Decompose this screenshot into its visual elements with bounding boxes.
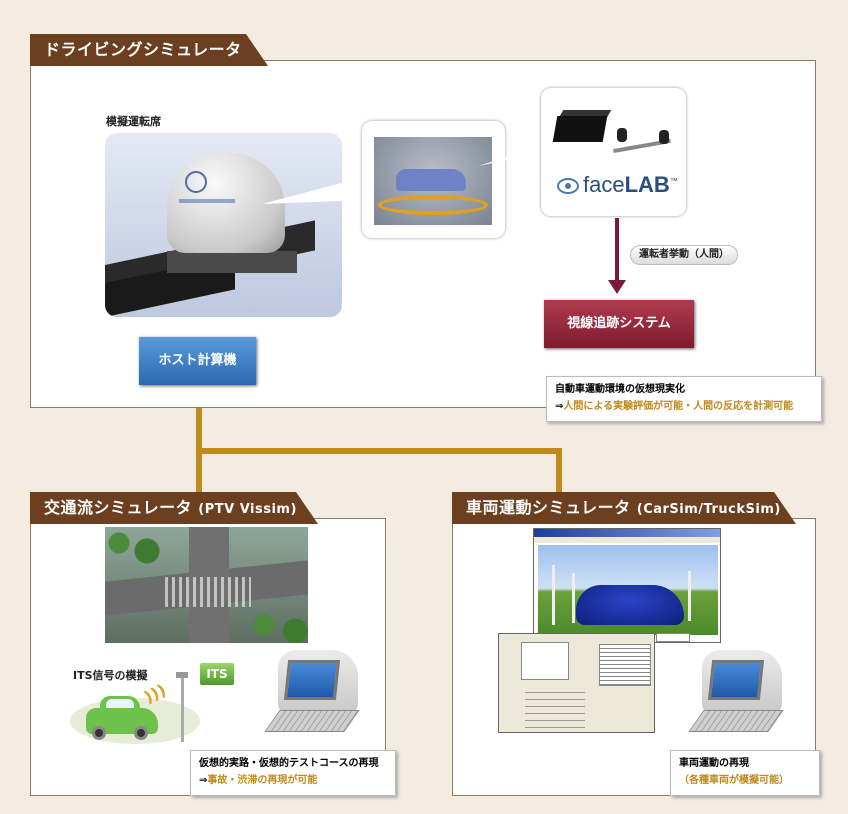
- facelab-device-image: faceLAB™: [541, 88, 686, 216]
- car-window: [106, 699, 134, 709]
- carsim-control-window: [498, 633, 655, 733]
- carsim-car: [576, 585, 684, 625]
- cockpit-scene: [374, 137, 492, 225]
- force-arrow-icon: [572, 573, 575, 623]
- connector-horizontal: [196, 448, 562, 454]
- trees: [105, 527, 175, 567]
- its-badge: ITS: [200, 663, 234, 685]
- driving-simulator-title: ドライビングシミュレータ: [44, 40, 242, 59]
- force-arrow-icon: [688, 571, 691, 621]
- dome-logo-icon: [185, 171, 207, 193]
- traffic-simulator-subtitle: (PTV Vissim): [198, 502, 297, 517]
- signal-antenna-icon: [176, 672, 188, 678]
- vehicle-note-line1: 車両運動の再現: [679, 758, 749, 769]
- facelab-logo: faceLAB™: [583, 172, 678, 197]
- vehicle-simulator-title: 車両運動シミュレータ: [466, 498, 631, 517]
- crosswalk: [165, 577, 251, 607]
- camera-left-icon: [617, 128, 627, 142]
- its-signal-label: ITS信号の模擬: [73, 669, 148, 682]
- gaze-tracking-system-box: 視線追跡システム: [544, 300, 694, 348]
- carsim-scene: [538, 545, 718, 635]
- driving-note: 自動車運動環境の仮想現実化 ⇒人間による実験評価が可能・人間の反応を計測可能: [546, 376, 822, 422]
- traffic-note-line1: 仮想的実路・仮想的テストコースの再現: [199, 758, 379, 769]
- traffic-simulator-title: 交通流シミュレータ: [44, 498, 193, 517]
- signal-pole: [181, 676, 184, 742]
- traffic-note-line2: ⇒事故・渋滞の再現が可能: [199, 775, 318, 786]
- carsim-sliders: [525, 686, 585, 728]
- driver-behavior-pill: 運転者挙動（人間）: [630, 245, 738, 265]
- dome-stripe: [179, 199, 235, 203]
- simulator-dome: [167, 153, 285, 253]
- facelab-unit-icon: [552, 116, 608, 142]
- vehicle-note-line2: （各種車両が模擬可能）: [679, 775, 789, 786]
- cockpit-car: [396, 169, 466, 191]
- force-arrow-icon: [552, 565, 555, 625]
- driving-simulator-tab: ドライビングシミュレータ: [30, 34, 268, 66]
- arrow-down-icon: [608, 280, 626, 294]
- vehicle-note: 車両運動の再現 （各種車両が模擬可能）: [670, 750, 820, 796]
- arrow-shaft: [615, 218, 619, 282]
- carsim-dropdown: [656, 633, 690, 642]
- vehicle-simulator-subtitle: (CarSim/TruckSim): [636, 502, 781, 517]
- connector-vehicle-down: [556, 448, 562, 520]
- vehicle-simulator-tab: 車両運動シミュレータ (CarSim/TruckSim): [452, 492, 796, 524]
- carsim-3d-window: [533, 528, 721, 643]
- motion-platform: [167, 251, 297, 273]
- traffic-note: 仮想的実路・仮想的テストコースの再現 ⇒事故・渋滞の再現が可能: [190, 750, 396, 796]
- wheel-rear-icon: [134, 726, 148, 740]
- trees-lower: [245, 613, 308, 643]
- driving-note-line2: ⇒人間による実験評価が可能・人間の反応を計測可能: [555, 401, 794, 412]
- eye-logo-icon: [557, 178, 579, 194]
- seat-label: 模擬運転席: [106, 115, 161, 128]
- carsim-menubar: [534, 537, 720, 543]
- turntable-ring: [378, 195, 488, 215]
- carsim-titlebar: [534, 529, 720, 537]
- carsim-axes-plot: [521, 642, 569, 680]
- wheel-front-icon: [92, 726, 106, 740]
- carsim-data-list: [599, 644, 651, 686]
- driving-note-line1: 自動車運動環境の仮想現実化: [555, 384, 685, 395]
- traffic-simulator-tab: 交通流シミュレータ (PTV Vissim): [30, 492, 318, 524]
- camera-right-icon: [659, 130, 669, 144]
- traffic-scene-image: [105, 527, 308, 643]
- host-computer-box: ホスト計算機: [139, 337, 256, 385]
- driver-seat-image: [105, 133, 342, 317]
- cockpit-interior-image: [362, 121, 505, 238]
